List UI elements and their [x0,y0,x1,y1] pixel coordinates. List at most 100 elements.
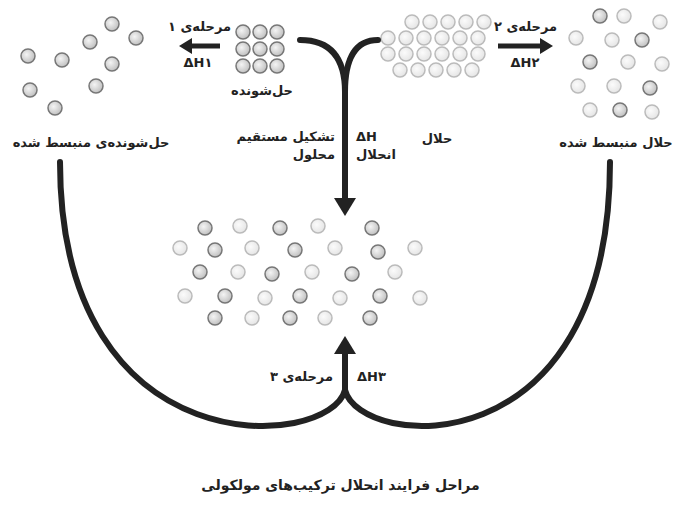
solvent-particles [417,47,431,61]
solution-particles [345,267,359,281]
solvent-particles [435,31,449,45]
solution-particles [245,311,259,325]
solvent-particles [399,31,413,45]
arrow-shaft [190,44,220,49]
solute-particles [253,59,267,73]
solution-particles [333,291,347,305]
step3-arrow [60,162,610,426]
expanded-solvent-particles [607,79,621,93]
arrow-head [540,38,553,54]
expanded-solute-particles [55,53,69,67]
arrow-head [179,38,192,54]
solute-particles [253,42,267,56]
solvent-particles [459,15,473,29]
expanded-solvent-particles [571,79,585,93]
step-arrow [498,38,553,54]
group-label: حل‌شونده [222,83,302,98]
solvent-particles [435,47,449,61]
note-label: ΔH۲ [511,54,540,72]
expanded-solute-particles [105,57,119,71]
solvent-particles [447,63,461,77]
solution-particles [273,221,287,235]
solvent-particles [411,63,425,77]
expanded-solvent-particles [613,103,627,117]
solute-particles [270,59,284,73]
solution-particles [293,289,307,303]
solvent-particles [417,31,431,45]
expanded-solute-particles [89,79,103,93]
caption: مراحل فرایند انحلال ترکیب‌های مولکولی [0,476,681,495]
expanded-solute-particles [21,17,143,115]
solute-particles [270,25,284,39]
expanded-solute-particles [105,17,119,31]
solvent-particles [429,63,443,77]
solute-particles [236,59,250,73]
particle-group: حل‌شونده‌ی منبسط شده [5,12,177,150]
solution-particles [218,289,232,303]
step-label: مرحله‌ی ۲ [494,18,557,36]
direct-path-arrow [334,198,356,216]
arrow-shaft [498,44,542,49]
solvent-particles [405,15,419,29]
note-label: ΔH انحلال [356,128,412,163]
direct-path-arrow [345,40,378,92]
solution-particles [283,311,297,325]
expanded-solvent-particles [569,9,669,119]
direct-path-arrow [342,90,348,200]
solution-particles [193,265,207,279]
expanded-solute-particles [23,83,37,97]
note-label: ΔH۳ [357,368,386,386]
particle-group: حلال [378,10,496,146]
solute-particles [236,25,284,73]
solution-particles [413,291,427,305]
expanded-solute-particles [21,49,35,63]
step3-arrow [60,162,345,426]
solution-particles [233,219,247,233]
expanded-solvent-particles [621,55,635,69]
solution-particles [388,265,402,279]
expanded-solvent-particles [583,103,597,117]
solvent-particles [465,63,479,77]
solution-particles [311,219,325,233]
expanded-solvent-particles [643,81,657,95]
solution-particles [288,243,302,257]
solution-particles [371,245,385,259]
group-label: حلال [378,131,496,146]
group-label: حل‌شونده‌ی منبسط شده [5,135,177,150]
step3-arrow [334,336,356,354]
direct-path-arrow [300,40,378,216]
solvent-particles [453,47,467,61]
solvent-particles [471,47,485,61]
expanded-solvent-particles [569,31,583,45]
step3-arrow [345,162,610,426]
solvent-particles [471,31,485,45]
expanded-solute-particles [83,35,97,49]
solvent-particles [381,47,395,61]
note-label: ΔH۱ [184,54,213,72]
solution-particles [258,291,272,305]
expanded-solvent-particles [653,15,667,29]
solution-particles [363,311,377,325]
solution-particles [178,289,192,303]
expanded-solvent-particles [645,105,659,119]
solute-particles [236,42,250,56]
note-label: مرحله‌ی ۳ [270,368,333,386]
solution-particles [305,265,319,279]
solvent-particles [393,63,407,77]
expanded-solvent-particles [635,33,649,47]
expanded-solute-particles [48,101,62,115]
solution-particles [173,241,187,255]
solution-particles [373,289,387,303]
solution-particles [408,241,422,255]
step-label: مرحله‌ی ۱ [168,18,231,36]
solution-particles [245,241,259,255]
step-arrow [179,38,220,54]
solvent-particles [441,15,455,29]
solvent-particles [381,15,491,77]
direct-path-arrow [300,40,345,92]
particle-group: حل‌شونده [222,20,302,98]
note-label: تشکیل مستقیم محلول [225,128,335,163]
